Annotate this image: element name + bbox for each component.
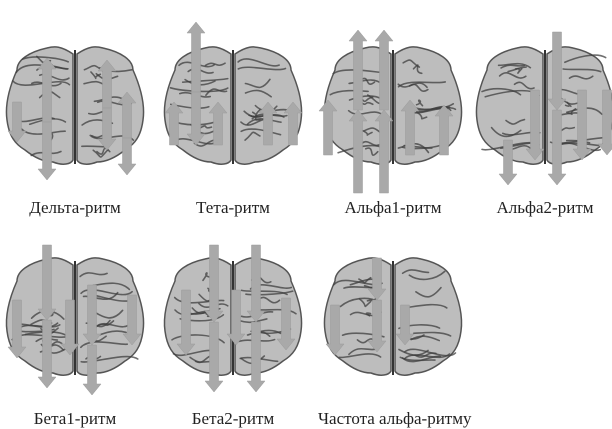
panel-beta1: Бета1-ритм xyxy=(0,221,150,391)
brain-top-view xyxy=(0,10,150,190)
brain-hemispheres xyxy=(476,47,612,164)
brain-hemispheres xyxy=(164,47,301,164)
brain-hemispheres xyxy=(6,258,143,375)
panel-label: Альфа1-ритм xyxy=(318,198,468,218)
panel-label: Дельта-ритм xyxy=(0,198,150,218)
panel-alpha-frequency: Частота альфа-ритму xyxy=(318,221,468,391)
brain-top-view xyxy=(318,10,468,190)
panel-label: Бета1-ритм xyxy=(0,409,150,429)
panel-beta2: Бета2-ритм xyxy=(158,221,308,391)
panel-theta: Тета-ритм xyxy=(158,10,308,180)
panel-label: Частота альфа-ритму xyxy=(318,409,528,429)
brain-top-view xyxy=(158,221,308,401)
panel-delta: Дельта-ритм xyxy=(0,10,150,180)
panel-alpha1: Альфа1-ритм xyxy=(318,10,468,180)
brain-top-view xyxy=(0,221,150,401)
panel-label: Тета-ритм xyxy=(158,198,308,218)
brain-hemispheres xyxy=(324,258,461,375)
brain-top-view xyxy=(318,221,468,401)
brain-top-view xyxy=(470,10,612,190)
panel-alpha2: Альфа2-ритм xyxy=(470,10,612,180)
panel-label: Альфа2-ритм xyxy=(470,198,612,218)
panel-label: Бета2-ритм xyxy=(158,409,308,429)
brain-top-view xyxy=(158,10,308,190)
